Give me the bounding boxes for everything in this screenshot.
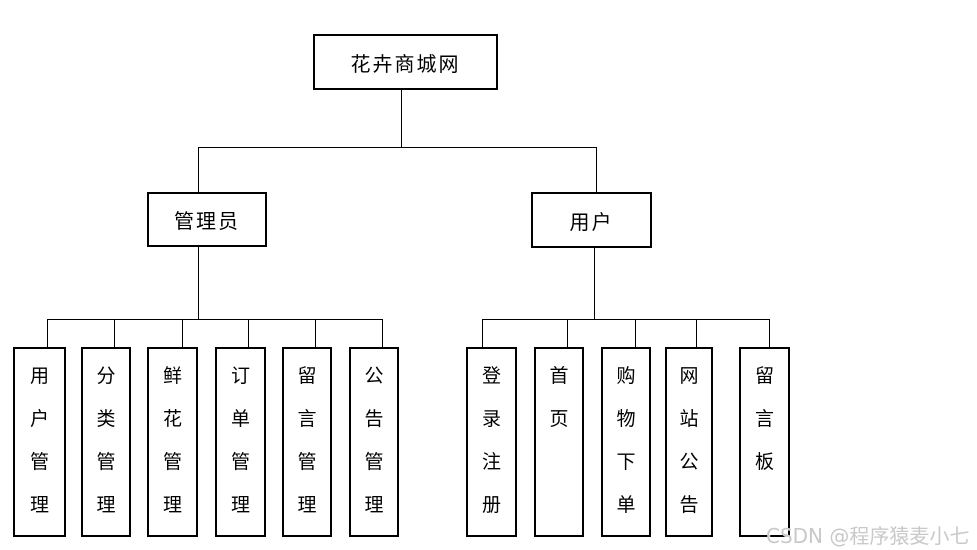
connector-admin-drop bbox=[198, 247, 199, 319]
connector-stub bbox=[696, 319, 697, 347]
node-category-management: 分类管理 bbox=[81, 347, 131, 537]
node-flower-management: 鲜花管理 bbox=[147, 347, 198, 537]
connector-user-riser bbox=[596, 147, 597, 192]
node-message-board: 留言板 bbox=[739, 347, 790, 537]
node-user: 用户 bbox=[531, 192, 652, 248]
node-user-management: 用户管理 bbox=[13, 347, 66, 537]
connector-user-drop bbox=[594, 248, 595, 319]
node-order-management: 订单管理 bbox=[215, 347, 266, 537]
connector-stub bbox=[635, 319, 636, 347]
node-root-flower-mall: 花卉商城网 bbox=[313, 34, 498, 90]
node-root-label: 花卉商城网 bbox=[350, 51, 461, 76]
node-announcement-management: 公告管理 bbox=[349, 347, 399, 537]
node-shopping-order: 购物下单 bbox=[601, 347, 651, 537]
connector-main-horizontal bbox=[198, 147, 597, 148]
connector-stub bbox=[47, 319, 48, 347]
connector-stub bbox=[315, 319, 316, 347]
node-admin: 管理员 bbox=[147, 192, 267, 247]
node-admin-label: 管理员 bbox=[174, 209, 240, 233]
connector-root-drop bbox=[401, 90, 402, 147]
connector-user-horizontal bbox=[482, 319, 770, 320]
connector-stub bbox=[182, 319, 183, 347]
connector-stub bbox=[567, 319, 568, 347]
node-user-label: 用户 bbox=[569, 209, 614, 234]
node-home-page: 首页 bbox=[534, 347, 584, 537]
connector-stub bbox=[382, 319, 383, 347]
connector-stub bbox=[482, 319, 483, 347]
connector-stub bbox=[248, 319, 249, 347]
connector-admin-riser bbox=[198, 147, 199, 192]
node-message-management: 留言管理 bbox=[282, 347, 332, 537]
connector-admin-horizontal bbox=[47, 319, 383, 320]
node-login-register: 登录注册 bbox=[466, 347, 517, 537]
connector-stub bbox=[114, 319, 115, 347]
csdn-watermark: CSDN @程序猿麦小七 bbox=[766, 524, 970, 548]
connector-stub bbox=[769, 319, 770, 347]
node-site-announcement: 网站公告 bbox=[665, 347, 713, 537]
